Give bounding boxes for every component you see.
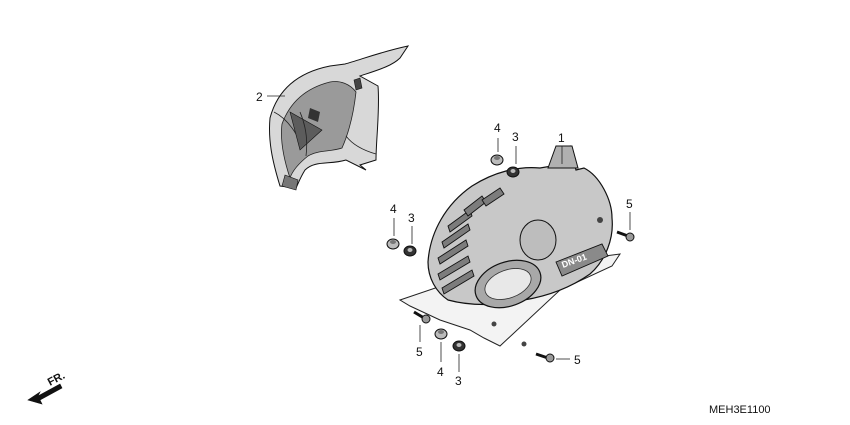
- callout-part-3-c: 3: [455, 374, 462, 388]
- nut-4-c: [434, 328, 448, 340]
- bolt-5-a: [616, 230, 635, 242]
- grommet-3-a: [506, 166, 520, 178]
- callout-part-2: 2: [256, 90, 263, 104]
- callout-part-4-b: 4: [390, 202, 397, 216]
- nut-4-a: [490, 154, 504, 166]
- grommet-3-c: [452, 340, 466, 352]
- callout-part-3-b: 3: [408, 211, 415, 225]
- callout-part-1: 1: [558, 131, 565, 145]
- front-direction-arrow: FR.: [27, 370, 67, 405]
- grommet-3-b: [403, 245, 417, 257]
- callout-part-4-a: 4: [494, 121, 501, 135]
- nut-4-b: [386, 238, 400, 250]
- callout-part-5-c: 5: [574, 353, 581, 367]
- diagram-code: MEH3E1100: [709, 404, 771, 416]
- callouts: 1 2 3 3 3 4 4 4 5 5 5: [256, 90, 633, 388]
- callout-part-5-b: 5: [416, 345, 423, 359]
- part-1-cover: DN-01: [398, 145, 622, 347]
- callout-part-3-a: 3: [512, 130, 519, 144]
- bolt-5-c: [535, 352, 555, 363]
- arrow-icon: [27, 383, 63, 405]
- leader-lines: [267, 95, 631, 372]
- direction-label: FR.: [46, 370, 67, 389]
- callout-part-4-c: 4: [437, 365, 444, 379]
- part-2-inner-shroud: [269, 45, 410, 191]
- callout-part-5-a: 5: [626, 197, 633, 211]
- bolt-5-b: [413, 310, 431, 324]
- fasteners: [386, 154, 635, 363]
